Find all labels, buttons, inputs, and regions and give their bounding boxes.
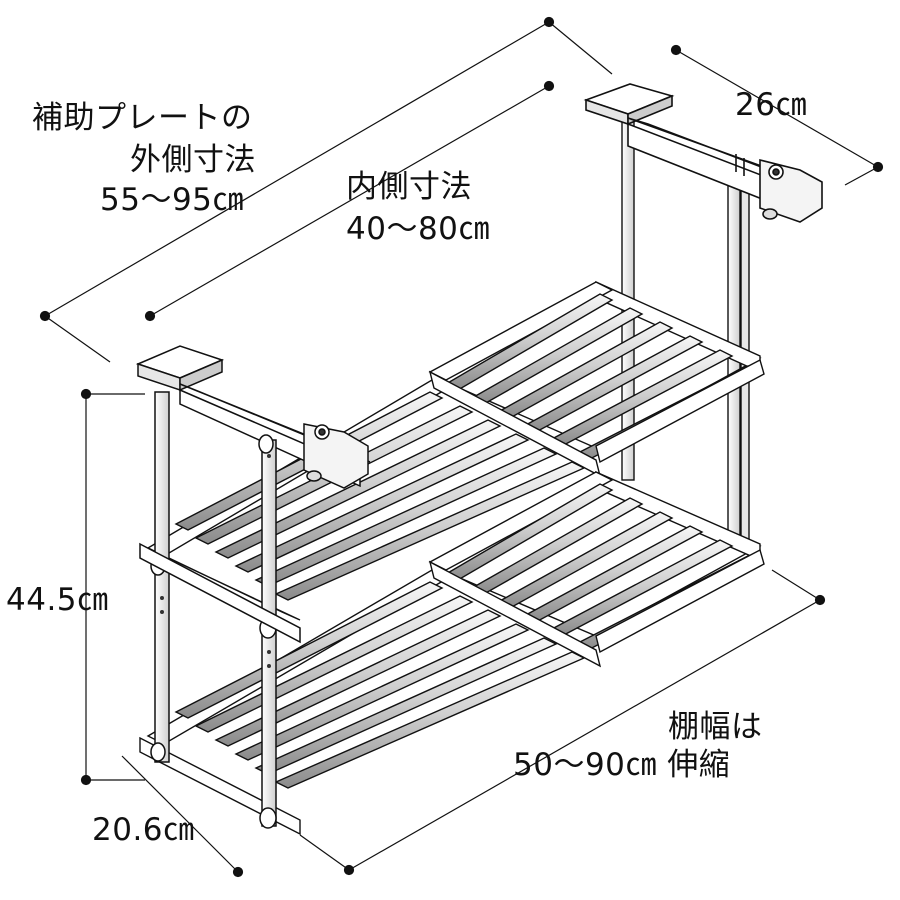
lower-bars-left (174, 581, 586, 789)
plate-outer-label-line1: 補助プレートの (32, 100, 253, 136)
shelf-width-label-line1: 棚幅は (668, 709, 763, 745)
front-frame (135, 345, 371, 829)
inner-label-line2: 40～80㎝ (346, 211, 490, 247)
height-label: 44.5㎝ (6, 582, 109, 618)
dimension-lines (39, 16, 884, 878)
plate-outer-label-line3: 55～95㎝ (100, 182, 244, 218)
shelf-width-label-line2: 50～90㎝ 伸縮 (513, 747, 731, 783)
depth-label: 26㎝ (735, 87, 807, 123)
lower-shelf (139, 470, 765, 836)
inner-label-line1: 内側寸法 (346, 169, 472, 205)
rear-support-plate (583, 83, 823, 223)
front-depth-label: 20.6㎝ (92, 812, 195, 848)
plate-outer-label-line2: 外側寸法 (130, 142, 256, 178)
upper-bars-right (444, 293, 758, 461)
